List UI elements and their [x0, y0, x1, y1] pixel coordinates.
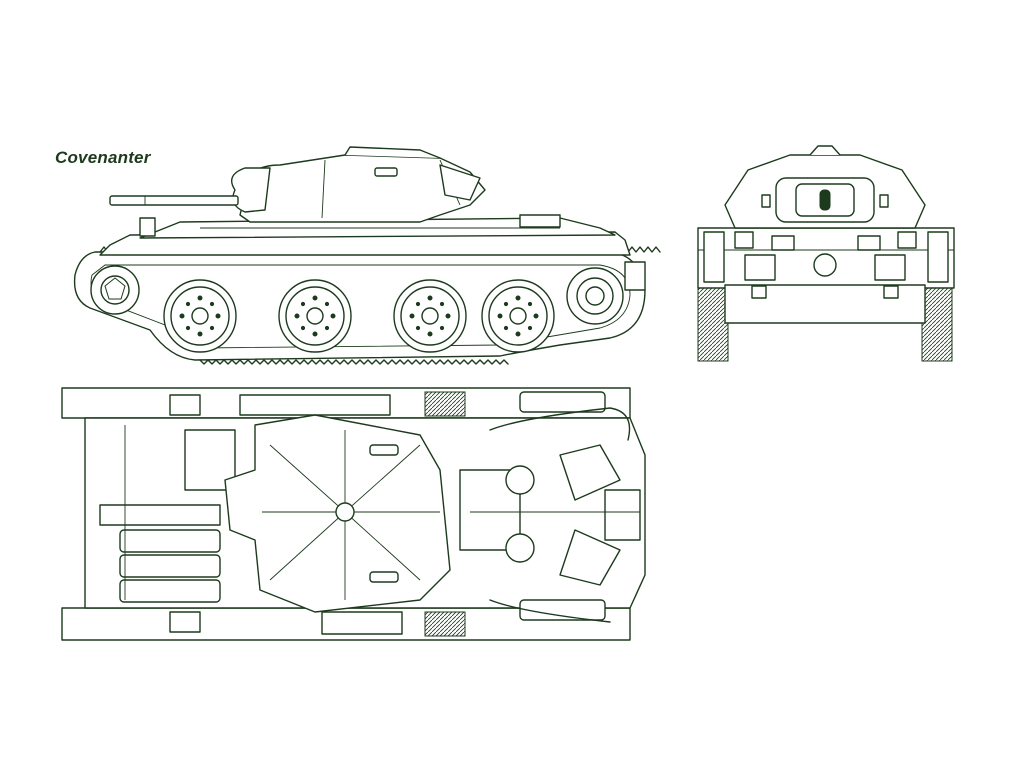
rear-view — [697, 145, 955, 362]
side-track — [73, 251, 646, 361]
drawing-title: Covenanter — [55, 148, 151, 167]
rear-left-track — [697, 284, 729, 362]
rear-right-track — [921, 284, 953, 362]
road-wheels — [90, 261, 646, 353]
top-view — [61, 387, 646, 641]
main-gun — [109, 195, 239, 206]
side-view — [73, 146, 661, 365]
